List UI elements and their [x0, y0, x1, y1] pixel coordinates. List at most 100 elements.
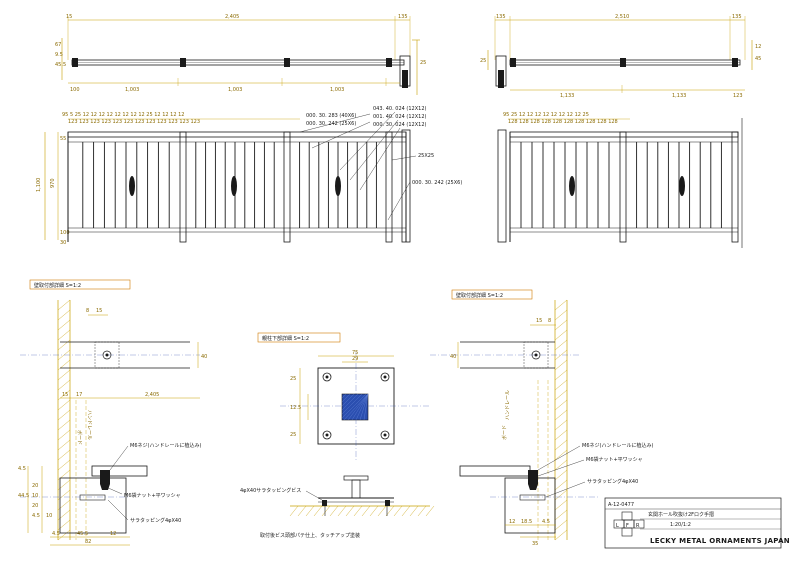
detail-post-note-tap: 4φX40サラタッピングビス — [240, 487, 301, 494]
detail-wall-left-dim-40: 40 — [201, 354, 207, 360]
detail-post-base: 親柱下部詳細 S=1:2 75 29 25 12.5 25 4 — [240, 332, 435, 539]
elev-left-height-top: 55 — [60, 136, 66, 142]
detail-wall-right-b-4-5: 4.5 — [542, 519, 550, 525]
detail-wall-left-b-45-5: 45.5 — [77, 531, 88, 537]
detail-wall-left-dim-15b: 15 — [62, 392, 68, 398]
detail-wall-right-title: 壁取付部詳細 S=1:2 — [456, 292, 503, 299]
detail-wall-right-b-35: 35 — [532, 541, 538, 547]
detail-wall-right-note-screw: M6ネジ(ハンドレールに植込み) — [582, 442, 653, 449]
detail-wall-right-vlabel-1: ハンドレール — [505, 390, 511, 420]
plan-right-side-dim-2: 45 — [755, 56, 761, 62]
elev-left-top-dims: 95 5 25 12 12 12 12 12 12 12 12 25 12 12… — [62, 112, 184, 118]
detail-wall-left-v-3: 10 — [32, 493, 38, 499]
detail-wall-left-note-tap: サラタッピング4φX40 — [130, 517, 181, 524]
detail-wall-right-note-nut: M6袋ナット+平ワッシャ — [586, 456, 643, 463]
plan-right-side-dim-1: 12 — [755, 44, 761, 50]
detail-wall-right-b-18-5: 18.5 — [521, 519, 532, 525]
detail-wall-left-b-4-5: 4.5 — [52, 531, 60, 537]
detail-wall-right-vlabel-2: ボード — [501, 425, 508, 440]
plan-right-end-left: 135 — [496, 14, 506, 20]
detail-wall-right-note-tap: サラタッピング4φX40 — [587, 478, 638, 485]
elev-left-callout-6: 25X25 — [418, 153, 434, 159]
detail-wall-left-title: 壁取付部詳細 S=1:2 — [34, 282, 81, 289]
detail-post-dim-29: 29 — [352, 356, 358, 362]
detail-wall-left-dim-2405: 2,405 — [145, 392, 159, 398]
detail-wall-left-v-1: 4.5 — [18, 466, 26, 472]
plan-right-span-2: 1,133 — [672, 93, 686, 99]
plan-left-span-2: 1,003 — [228, 87, 242, 93]
plan-view-left: 15 2,405 135 67 9.5 45.5 25 100 1,003 1,… — [55, 14, 426, 95]
detail-wall-left-dim-17: 17 — [76, 392, 82, 398]
elev-left-height-mid: 970 — [50, 178, 56, 188]
title-block: A-12-0477 玄関ホール吹抜け2Fロク手摺 1:20/1:2 L F R … — [604, 497, 790, 549]
detail-wall-left-v-4: 20 — [32, 503, 38, 509]
detail-post-title: 親柱下部詳細 S=1:2 — [262, 335, 309, 342]
plan-right-overall: 2,510 — [615, 14, 629, 20]
detail-wall-right-dim-15: 15 — [536, 318, 542, 324]
plan-right-sub-right: 123 — [733, 93, 743, 99]
detail-wall-right-dim-40: 40 — [450, 354, 456, 360]
plan-left-side-dim-3: 45.5 — [55, 62, 66, 68]
elev-left-height-bot: 100 — [60, 230, 70, 236]
detail-wall-left-b-12: 12 — [110, 531, 116, 537]
detail-post-dim-75: 75 — [352, 350, 358, 356]
plan-left-span-3: 1,003 — [330, 87, 344, 93]
plan-left-span-1: 1,003 — [125, 87, 139, 93]
detail-wall-left-vlabel-2: ボード — [76, 430, 83, 445]
detail-wall-left-note-screw: M6ネジ(ハンドレールに植込み) — [130, 442, 201, 449]
title-block-drawing-no: A-12-0477 — [608, 502, 634, 508]
detail-wall-left-dim-15a: 15 — [96, 308, 102, 314]
elev-left-callout-7: 000. 30. 242 (25X6) — [412, 180, 462, 186]
plan-left-side-dim-1: 67 — [55, 42, 61, 48]
elev-left-callout-4: 000. 30. 242 (25X6) — [306, 121, 356, 127]
plan-right-end-right: 135 — [732, 14, 742, 20]
detail-wall-left-v-2: 20 — [32, 483, 38, 489]
title-block-drawing-title: 玄関ホール吹抜け2Fロク手摺 — [648, 511, 714, 518]
plan-left-side-dim-2: 9.5 — [55, 52, 63, 58]
plan-right-span-1: 1,133 — [560, 93, 574, 99]
detail-post-dim-25b: 25 — [290, 432, 296, 438]
detail-wall-left-vlabel-1: ハンドレール — [86, 410, 92, 440]
detail-wall-right-b-12: 12 — [509, 519, 515, 525]
detail-wall-right: 壁取付部詳細 S=1:2 40 15 8 ハンドレール ボード 12 18.5 … — [430, 289, 653, 547]
logo-letter-f: F — [626, 523, 629, 529]
elev-right-top-dims: 95 25 12 12 12 12 12 12 12 12 25 — [503, 112, 589, 118]
elev-right-picket-dims: 128 128 128 128 128 128 128 128 128 128 — [508, 119, 618, 125]
wall-right-hatch — [554, 299, 568, 541]
elev-right-pickets — [520, 142, 722, 228]
plan-view-right: 135 2,510 135 12 45 25 1,133 1,133 123 — [480, 14, 761, 99]
elev-left-pickets — [82, 142, 377, 228]
elev-left-callout-5: 000. 30. 024 (12X12) — [373, 122, 426, 128]
company-logo: L F R — [613, 511, 645, 537]
detail-wall-left-b-82: 82 — [85, 539, 91, 545]
detail-wall-left: 壁取付部詳細 S=1:2 40 8 15 15 17 2,405 ハンドレール … — [18, 279, 207, 546]
title-block-scale: 1:20/1:2 — [670, 522, 691, 528]
plan-left-small-dim: 25 — [420, 60, 426, 66]
elev-left-height-base: 30 — [60, 240, 66, 246]
logo-letter-r: R — [636, 523, 640, 529]
detail-wall-left-note-nut: M6袋ナット+平ワッシャ — [124, 492, 181, 499]
elev-left-callout-1: 000. 30. 283 (40X6) — [306, 113, 356, 119]
elev-left-callout-2: 043. 40. 024 (12X12) — [373, 106, 426, 112]
title-block-company: LECKY METAL ORNAMENTS JAPAN — [650, 537, 790, 545]
plan-right-small-dim: 25 — [480, 58, 486, 64]
detail-post-note-finish: 取付後ビス頭部パテ仕上、タッチアップ塗装 — [260, 532, 360, 539]
elev-left-picket-dims: 123 123 123 123 123 123 123 123 123 123 … — [68, 119, 200, 125]
plan-left-end-left: 15 — [66, 14, 72, 20]
elevation-right: 95 25 12 12 12 12 12 12 12 12 25 128 128… — [497, 112, 743, 248]
elev-left-callout-3: 001. 40. 024 (12X12) — [373, 114, 426, 120]
logo-letter-l: L — [616, 523, 619, 529]
detail-wall-right-dim-8: 8 — [548, 318, 551, 324]
detail-wall-left-v-7: 10 — [46, 513, 52, 519]
elev-left-height-total: 1,100 — [36, 178, 42, 192]
detail-post-dim-12-5: 12.5 — [290, 405, 301, 411]
elevation-left: 95 5 25 12 12 12 12 12 12 12 12 25 12 12… — [36, 106, 462, 246]
plan-left-overall: 2,405 — [225, 14, 239, 20]
plan-left-end-right: 135 — [398, 14, 408, 20]
detail-wall-left-dim-8: 8 — [86, 308, 89, 314]
detail-wall-left-v-6: 4.5 — [32, 513, 40, 519]
detail-post-dim-25a: 25 — [290, 376, 296, 382]
detail-wall-left-v-5: 44.5 — [18, 493, 29, 499]
plan-left-sub-left: 100 — [70, 87, 80, 93]
